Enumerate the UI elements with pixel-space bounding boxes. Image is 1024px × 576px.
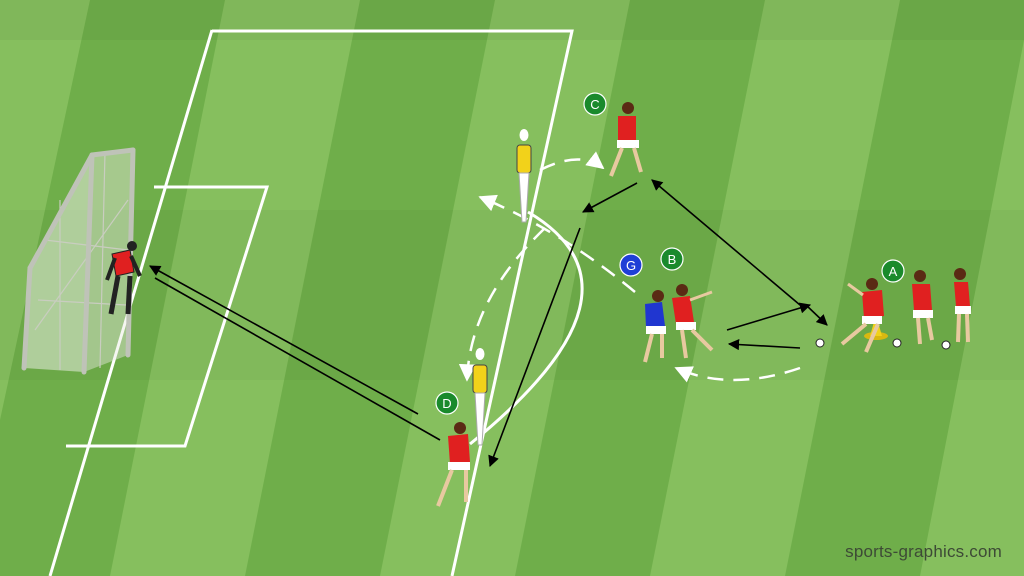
player-d: [436, 422, 470, 507]
player-a: [840, 278, 884, 353]
pass-to-c: [651, 179, 801, 306]
marker-circle: [660, 247, 684, 271]
pass-arrows: [149, 179, 828, 468]
marker-a: A: [881, 259, 905, 283]
player-markers: A B C D G: [435, 92, 905, 415]
marker-circle: [881, 259, 905, 283]
pass-c-to-d: [582, 182, 638, 213]
marker-label: D: [442, 396, 451, 411]
marker-label: A: [889, 264, 898, 279]
marker-b: B: [660, 247, 684, 271]
pass-a-to-b: [727, 338, 801, 351]
pass-b-out: [726, 302, 812, 331]
player-queue-2: [954, 268, 971, 343]
pass-a-to-line: [805, 304, 828, 326]
marker-circle: [583, 92, 607, 116]
shot-line-2: [154, 277, 441, 441]
marker-label: C: [590, 97, 599, 112]
run-path-b: [674, 366, 801, 383]
watermark-text: sports-graphics.com: [845, 542, 1002, 561]
goalkeeper: [105, 241, 142, 315]
marker-label: B: [668, 252, 677, 267]
player-b: [672, 284, 714, 359]
marker-circle: [619, 253, 643, 277]
run-paths: [458, 151, 801, 383]
marker-circle: [435, 391, 459, 415]
mannequin-top: [516, 129, 532, 223]
run-path-c: [478, 194, 636, 293]
goal-area-line: [66, 185, 270, 448]
balls: [815, 338, 951, 350]
penalty-arc: [469, 210, 584, 446]
marker-d: D: [435, 391, 459, 415]
mannequin-bottom: [472, 348, 488, 446]
marker-g: G: [619, 253, 643, 277]
pass-d-run: [488, 227, 581, 468]
shot-line-1: [149, 265, 419, 415]
player-queue-1: [912, 270, 934, 345]
run-path-d: [458, 227, 546, 382]
player-c: [609, 102, 643, 177]
goal: [21, 147, 136, 375]
penalty-area-line: [212, 29, 574, 576]
player-g: [643, 290, 666, 363]
marker-c: C: [583, 92, 607, 116]
marker-label: G: [626, 258, 636, 273]
run-path-c-curve: [539, 151, 605, 172]
